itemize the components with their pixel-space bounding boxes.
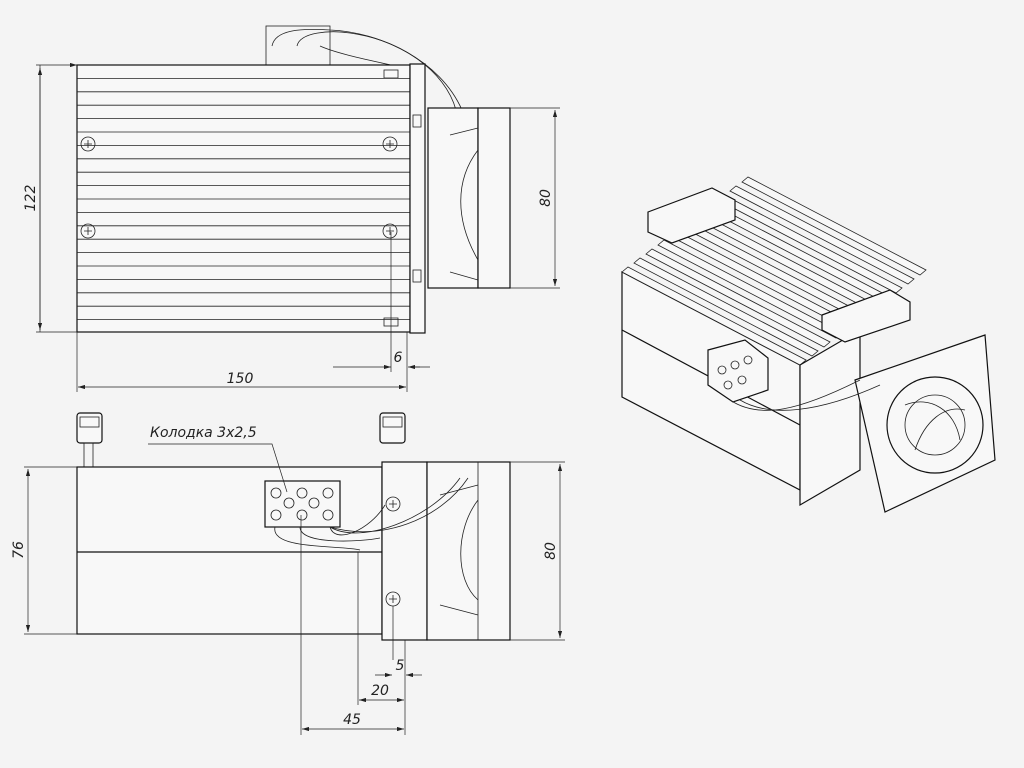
dim-offset-6: 6	[394, 350, 403, 366]
dim-height-76: 76	[11, 541, 27, 559]
dim-fan-80-side: 80	[543, 542, 559, 560]
mounting-plate	[409, 63, 426, 334]
fan-icon	[886, 376, 984, 474]
fan-side	[426, 461, 511, 641]
terminal-screws	[270, 487, 334, 521]
heatsink-body	[76, 64, 411, 333]
din-clip	[76, 412, 103, 444]
fan-housing	[427, 107, 479, 289]
iso-din-clip	[821, 289, 911, 343]
dim-fan-80-top: 80	[538, 189, 554, 207]
fan-frame	[477, 107, 511, 289]
wires	[274, 477, 469, 551]
iso-fin	[729, 185, 915, 285]
side-view: Колодка 3x2,5 76 80 5 20 45	[11, 412, 565, 735]
iso-fin	[621, 266, 807, 366]
side-plate	[381, 461, 428, 641]
dim-45: 45	[343, 712, 361, 728]
iso-terminal-block	[707, 339, 769, 403]
dim-5: 5	[396, 658, 405, 674]
terminal-callout: Колодка 3x2,5	[150, 425, 257, 441]
din-clip	[379, 412, 406, 444]
terminal-block	[264, 480, 341, 528]
iso-fin	[741, 176, 927, 276]
top-view: 122 150 6 80	[23, 25, 560, 392]
dim-20: 20	[371, 683, 389, 699]
iso-fin	[645, 248, 831, 348]
isometric-view	[621, 176, 996, 513]
iso-din-clip	[647, 187, 736, 244]
dim-height-122: 122	[23, 185, 39, 212]
heatsink-fins	[77, 78, 410, 321]
iso-fin	[633, 257, 819, 357]
wire	[271, 28, 463, 111]
dim-width-150: 150	[227, 371, 254, 387]
